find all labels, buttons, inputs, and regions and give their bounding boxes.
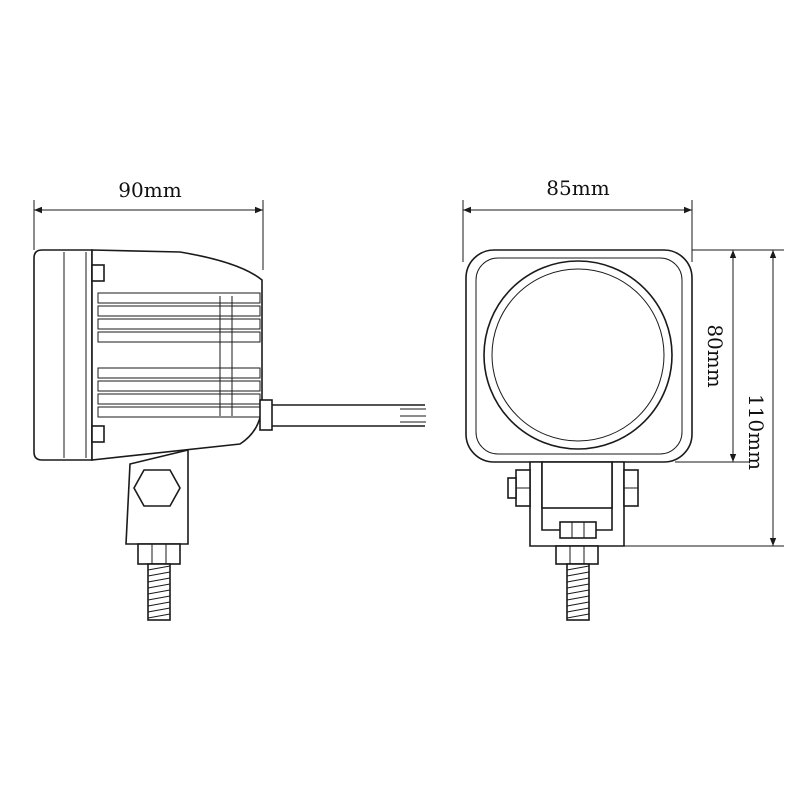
front-lens-ring — [483, 260, 673, 450]
front-total-height-dimension: 110mm — [620, 249, 784, 547]
front-mount-nut — [555, 545, 599, 565]
side-cable-gland — [259, 399, 273, 431]
side-cooling-fins — [97, 292, 261, 418]
front-total-height-label: 110mm — [744, 394, 768, 470]
side-view: 90mm — [33, 178, 426, 621]
front-width-label: 85mm — [546, 176, 609, 200]
side-clip-bottom — [91, 425, 105, 443]
side-clip-top — [91, 264, 105, 282]
front-lens — [491, 268, 665, 442]
side-width-dimension: 90mm — [33, 178, 264, 270]
side-cable — [272, 404, 426, 427]
front-body-height-label: 80mm — [703, 324, 727, 387]
side-width-label: 90mm — [118, 178, 181, 202]
front-bracket-plate — [541, 461, 613, 509]
side-front-plate — [33, 249, 93, 461]
front-bracket-bolt-left-cap — [507, 477, 517, 499]
side-housing — [91, 249, 263, 461]
side-mount-nut — [137, 543, 181, 565]
front-width-dimension: 85mm — [462, 176, 693, 262]
front-view: 85mm 80mm 110mm — [462, 176, 784, 621]
front-pivot-block — [559, 521, 597, 539]
front-body-height-dimension: 80mm — [675, 249, 750, 463]
side-bracket-hex-bolt — [133, 469, 181, 507]
